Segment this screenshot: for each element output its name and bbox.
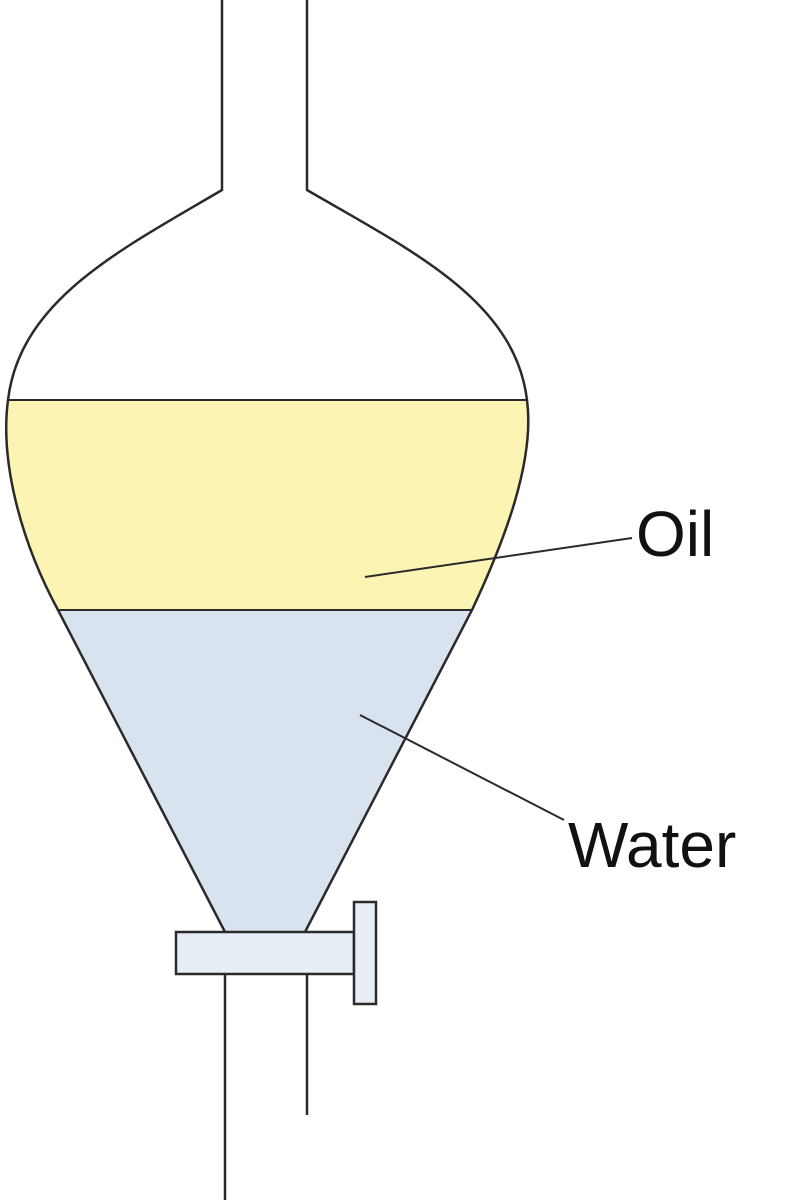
oil-leader-line <box>364 537 633 578</box>
oil-layer <box>6 400 529 610</box>
water-label: Water <box>568 809 736 881</box>
water-leader-line <box>359 714 565 821</box>
funnel-right-wall <box>303 0 530 933</box>
liquid-layers <box>6 400 529 932</box>
stopcock-handle <box>352 900 378 1006</box>
funnel-left-wall <box>5 0 227 933</box>
oil-label: Oil <box>636 498 714 570</box>
stopcock-barrel <box>174 930 356 976</box>
